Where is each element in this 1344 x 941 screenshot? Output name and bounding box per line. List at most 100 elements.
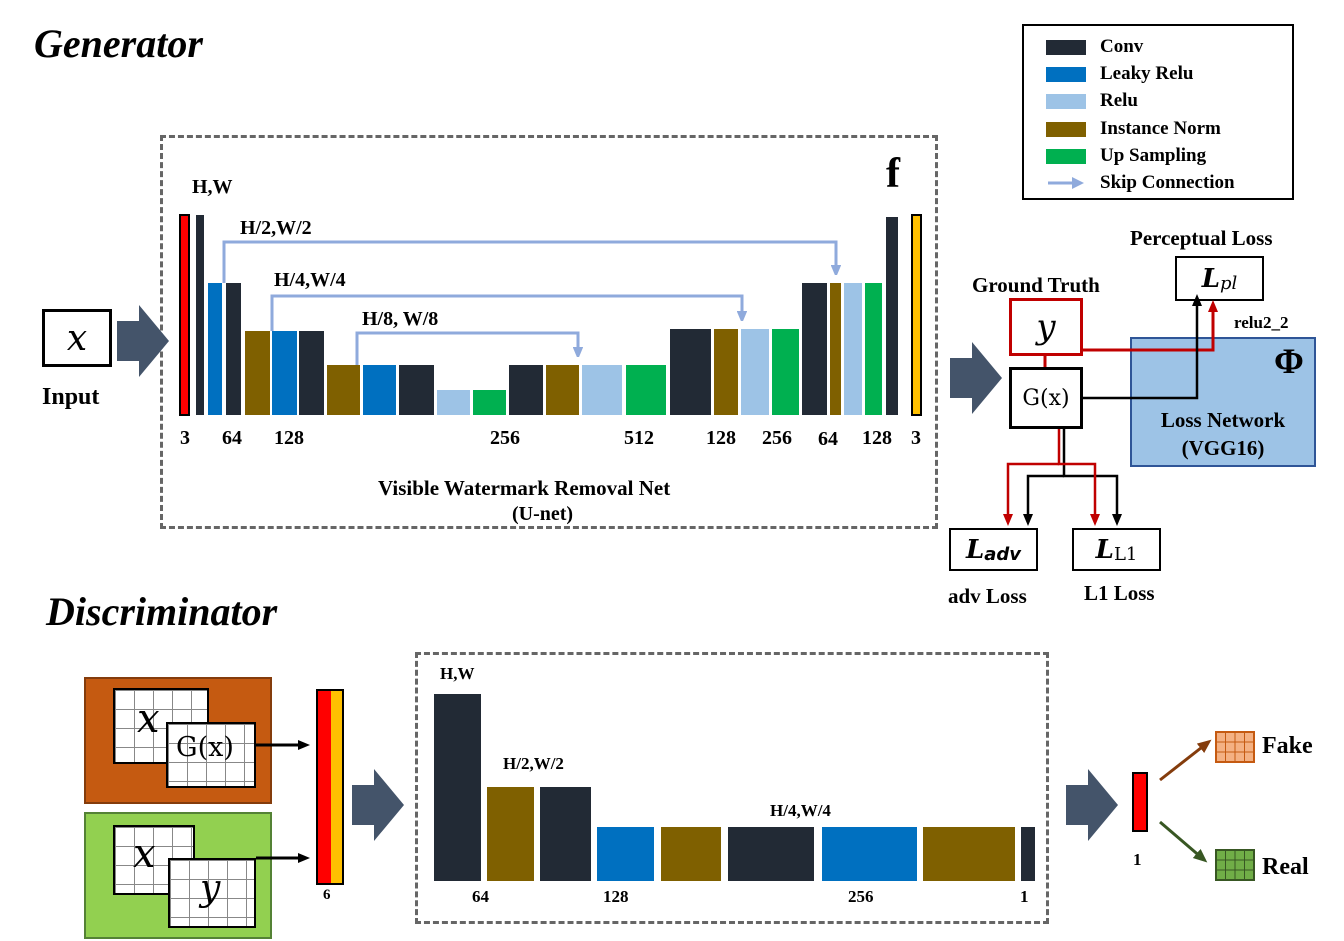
gen-bar-up-4: [865, 283, 882, 415]
disc-res-hw: H,W: [440, 664, 475, 683]
legend-item-conv: Conv: [1046, 36, 1143, 58]
gen-ch-512: 512: [624, 427, 654, 449]
gen-bar-conv-6: [670, 329, 711, 415]
gx-symbol: G(x): [1022, 385, 1070, 411]
gen-bar-inorm-1: [245, 331, 270, 415]
perceptual-loss-label: Perceptual Loss: [1130, 226, 1273, 250]
lpl-main: L: [1201, 263, 1220, 294]
gen-bar-inorm-3: [546, 365, 579, 415]
disc-ch-64: 64: [472, 887, 489, 906]
gen-bar-inorm-5: [830, 283, 841, 415]
legend-label-up-sampling: Up Sampling: [1100, 145, 1207, 166]
pairs-to-discriminator-arrow-icon: [352, 769, 404, 841]
loss-network-box: [1130, 337, 1316, 467]
fake-pair-gx-card: G(x): [166, 722, 256, 788]
gen-ch-128-up: 128: [706, 427, 736, 449]
legend-item-skip-connection: Skip Connection: [1046, 172, 1235, 194]
gen-bar-input-3ch: [179, 214, 190, 416]
gen-ch-256: 256: [490, 427, 520, 449]
f-label: f: [886, 151, 900, 197]
gen-bar-leaky-1: [208, 283, 222, 415]
disc-bar-inorm-3: [923, 827, 1015, 881]
disc-ch-1: 1: [1020, 887, 1029, 906]
disc-bar-leaky-1: [597, 827, 654, 881]
gen-ch-64-up: 64: [818, 428, 838, 450]
input-x-symbol: x: [66, 317, 88, 359]
generator-heading: Generator: [34, 21, 203, 66]
legend-label-conv: Conv: [1100, 36, 1144, 57]
skip-connection-1: [222, 240, 836, 283]
gx-to-loss-network-line: [1083, 294, 1202, 400]
disc-bar-conv-1: [434, 694, 481, 881]
gen-bar-inorm-4: [714, 329, 738, 415]
gen-res-h8: H/8, W/8: [362, 308, 439, 330]
input-label: Input: [42, 384, 100, 410]
gen-ch-3-out: 3: [911, 427, 921, 449]
gen-res-h2: H/2,W/2: [240, 217, 312, 239]
gen-bar-conv-2: [226, 283, 241, 415]
ground-truth-y-box: y: [1009, 298, 1083, 356]
l1-loss-label: L1 Loss: [1084, 581, 1155, 605]
disc-res-h4: H/4,W/4: [770, 801, 831, 820]
unet-title: Visible Watermark Removal Net: [378, 476, 671, 500]
relu-layer-label: relu2_2: [1234, 313, 1289, 332]
fake-label: Fake: [1262, 733, 1313, 759]
gen-bar-conv-7: [802, 283, 827, 415]
disc-output-bar: [1132, 772, 1148, 832]
gen-bar-inorm-2: [327, 365, 360, 415]
disc-output-channels: 1: [1133, 850, 1142, 869]
gen-bar-relu-1: [437, 390, 470, 415]
concat-channels-label: 6: [323, 887, 331, 903]
gen-bar-up-3: [772, 329, 799, 415]
disc-bar-leaky-2: [822, 827, 917, 881]
real-pair-y-symbol: y: [200, 868, 221, 909]
disc-bar-inorm-2: [661, 827, 721, 881]
real-pair-y-card: y: [168, 858, 256, 928]
disc-bar-inorm-1: [487, 787, 534, 881]
discriminator-to-output-arrow-icon: [1066, 769, 1118, 841]
gen-bar-conv-4: [399, 365, 434, 415]
gen-ch-3-in: 3: [180, 427, 190, 449]
y-to-perceptual-line: [1083, 300, 1218, 352]
discriminator-heading: Discriminator: [46, 589, 278, 634]
legend-swatch-leaky-relu: [1046, 66, 1086, 82]
fake-pair-x-symbol: x: [137, 696, 160, 742]
disc-bar-conv-out: [1021, 827, 1035, 881]
gen-bar-up-1: [473, 390, 506, 415]
legend-item-leaky-relu: Leaky Relu: [1046, 63, 1193, 85]
input-to-generator-arrow-icon: [117, 305, 169, 377]
legend-swatch-instance-norm: [1046, 121, 1086, 137]
gx-output-box: G(x): [1009, 367, 1083, 429]
y-symbol: y: [1036, 307, 1056, 347]
discriminator-container: [415, 652, 1049, 924]
lpl-sub: pl: [1220, 273, 1238, 294]
phi-symbol: Φ: [1274, 341, 1304, 381]
disc-ch-256: 256: [848, 887, 874, 906]
disc-bar-conv-3: [728, 827, 814, 881]
gen-bar-conv-5: [509, 365, 543, 415]
legend-item-up-sampling: Up Sampling: [1046, 145, 1206, 167]
gen-res-h4: H/4,W/4: [274, 269, 346, 291]
legend: Conv Leaky Relu Relu Instance Norm Up Sa…: [1022, 24, 1294, 200]
gen-bar-conv-1: [196, 215, 204, 415]
legend-swatch-relu: [1046, 93, 1086, 109]
legend-item-relu: Relu: [1046, 90, 1138, 112]
skip-connection-2: [270, 294, 742, 331]
legend-label-relu: Relu: [1100, 90, 1138, 111]
ladv-main: L: [965, 534, 985, 565]
gen-bar-relu-4: [844, 283, 862, 415]
to-real-arrow: [1159, 820, 1208, 863]
legend-label-instance-norm: Instance Norm: [1100, 118, 1221, 139]
skip-connection-arrow-icon: [1048, 177, 1084, 189]
ll1-main: L: [1095, 534, 1114, 565]
legend-label-skip-connection: Skip Connection: [1100, 172, 1235, 193]
gen-ch-128: 128: [274, 427, 304, 449]
skip-connection-3: [355, 331, 578, 365]
gen-ch-256-up: 256: [762, 427, 792, 449]
gx-to-l1-black-line: [1062, 429, 1122, 526]
gen-bar-output-3ch: [911, 214, 922, 416]
gen-bar-relu-2: [582, 365, 622, 415]
